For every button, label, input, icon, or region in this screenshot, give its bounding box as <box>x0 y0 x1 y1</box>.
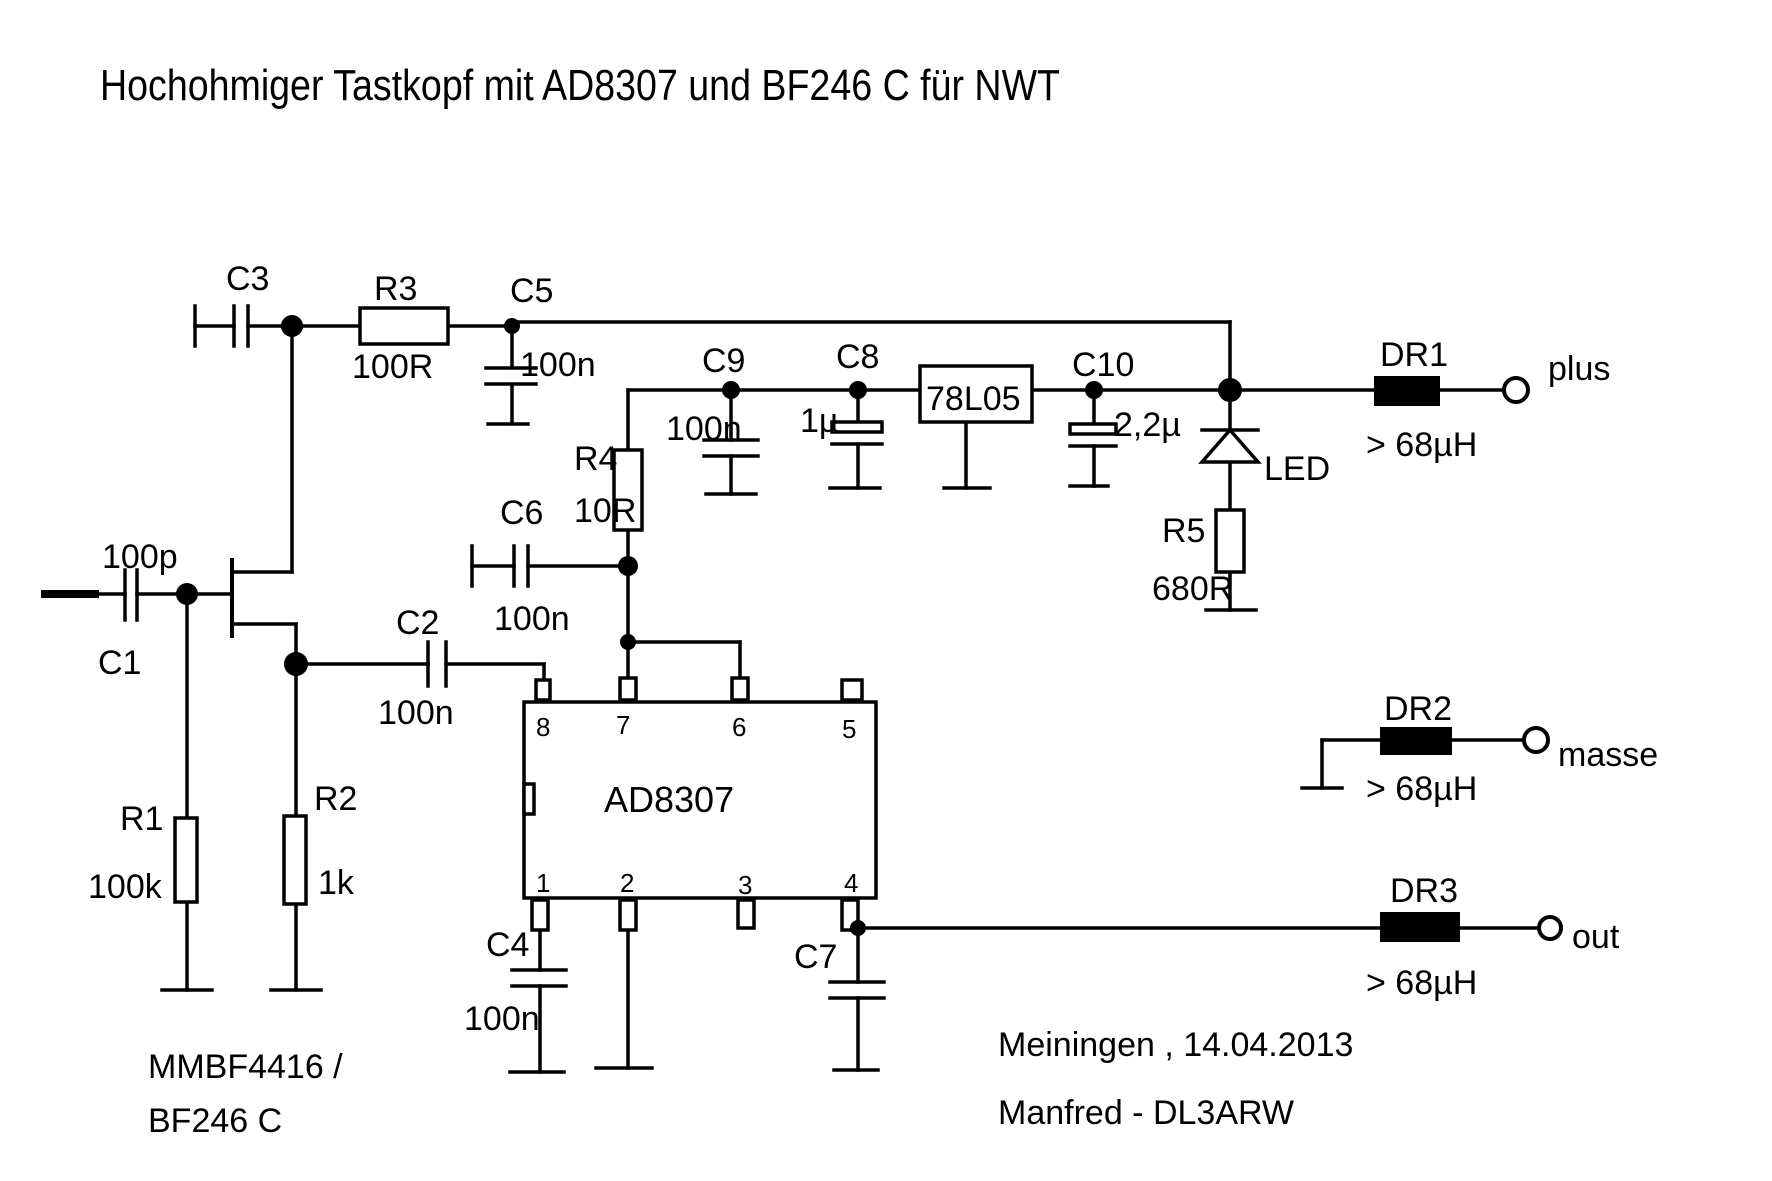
resistor-r2 <box>282 814 308 906</box>
footer-place-date: Meiningen , 14.04.2013 <box>998 1026 1353 1064</box>
terminal-masse <box>1522 726 1550 754</box>
ic-pin-3: 3 <box>738 870 752 900</box>
junctions <box>176 315 1242 936</box>
label-r4-value: 10R <box>574 492 636 530</box>
label-c7: C7 <box>794 938 837 976</box>
label-c5: C5 <box>510 272 553 310</box>
capacitor-c10 <box>1068 422 1118 448</box>
capacitor-c4 <box>510 968 568 988</box>
transistor-type-line2: BF246 C <box>148 1102 282 1140</box>
label-r2: R2 <box>314 780 357 818</box>
label-dr1: DR1 <box>1380 336 1448 374</box>
resistor-r4 <box>612 448 644 532</box>
diagram-title: Hochohmiger Tastkopf mit AD8307 und BF24… <box>100 61 1060 110</box>
label-c5-value: 100n <box>520 346 596 384</box>
label-r2-value: 1k <box>318 864 355 902</box>
label-r4: R4 <box>574 440 617 478</box>
choke-dr2 <box>1380 727 1452 755</box>
label-c1: C1 <box>98 644 141 682</box>
capacitor-c2 <box>426 640 448 688</box>
label-c6-value: 100n <box>494 600 570 638</box>
label-dr1-value: > 68µH <box>1366 426 1477 464</box>
footer-author: Manfred - DL3ARW <box>998 1094 1294 1132</box>
label-r1: R1 <box>120 800 163 838</box>
label-c8-value: 1µ <box>800 402 839 440</box>
ic-pin-8: 8 <box>536 712 550 742</box>
regulator-78l05 <box>918 364 1034 424</box>
label-dr2-value: > 68µH <box>1366 770 1477 808</box>
capacitor-c3 <box>232 304 250 348</box>
capacitor-c5 <box>484 366 538 386</box>
label-dr2: DR2 <box>1384 690 1452 728</box>
label-r1-value: 100k <box>88 868 163 906</box>
label-c4: C4 <box>486 926 529 964</box>
label-led: LED <box>1264 450 1330 488</box>
label-r3-value: 100R <box>352 348 433 386</box>
label-c6: C6 <box>500 494 543 532</box>
terminal-out <box>1537 915 1563 941</box>
label-c2-value: 100n <box>378 694 454 732</box>
label-c10-value: 2,2µ <box>1114 406 1181 444</box>
ic-pin-1: 1 <box>536 868 550 898</box>
ic-pin-6: 6 <box>732 712 746 742</box>
capacitor-c7 <box>828 980 886 1000</box>
label-r5: R5 <box>1162 512 1205 550</box>
ic-pin-7: 7 <box>616 710 630 740</box>
capacitor-c1 <box>123 568 139 622</box>
regulator-label: 78L05 <box>926 380 1021 418</box>
terminal-out-label: out <box>1572 918 1620 956</box>
label-c3: C3 <box>226 260 269 298</box>
led-diode <box>1198 427 1262 464</box>
wiring <box>41 304 1540 1074</box>
label-r5-value: 680R <box>1152 570 1233 608</box>
transistor-type-line1: MMBF4416 / <box>148 1048 343 1086</box>
ic-label: AD8307 <box>604 779 734 820</box>
choke-dr1 <box>1374 376 1440 406</box>
terminal-plus <box>1502 376 1530 404</box>
label-dr3: DR3 <box>1390 872 1458 910</box>
label-c8: C8 <box>836 338 879 376</box>
terminal-masse-label: masse <box>1558 736 1658 774</box>
ic-pin-4: 4 <box>844 868 858 898</box>
label-c10: C10 <box>1072 346 1134 384</box>
ic-pin-2: 2 <box>620 868 634 898</box>
label-c2: C2 <box>396 604 439 642</box>
label-c1-value: 100p <box>102 538 178 576</box>
resistor-r3 <box>358 306 450 346</box>
label-dr3-value: > 68µH <box>1366 964 1477 1002</box>
label-c4-value: 100n <box>464 1000 540 1038</box>
resistor-r5 <box>1214 508 1246 574</box>
capacitor-c9 <box>702 438 760 458</box>
ic-pin-5: 5 <box>842 714 856 744</box>
label-c9: C9 <box>702 342 745 380</box>
label-r3: R3 <box>374 270 417 308</box>
choke-dr3 <box>1380 912 1460 942</box>
capacitor-c6 <box>512 544 530 588</box>
label-c9-value: 100n <box>666 410 742 448</box>
capacitor-c8 <box>830 420 884 446</box>
resistor-r1 <box>173 816 199 904</box>
terminal-plus-label: plus <box>1548 350 1610 388</box>
